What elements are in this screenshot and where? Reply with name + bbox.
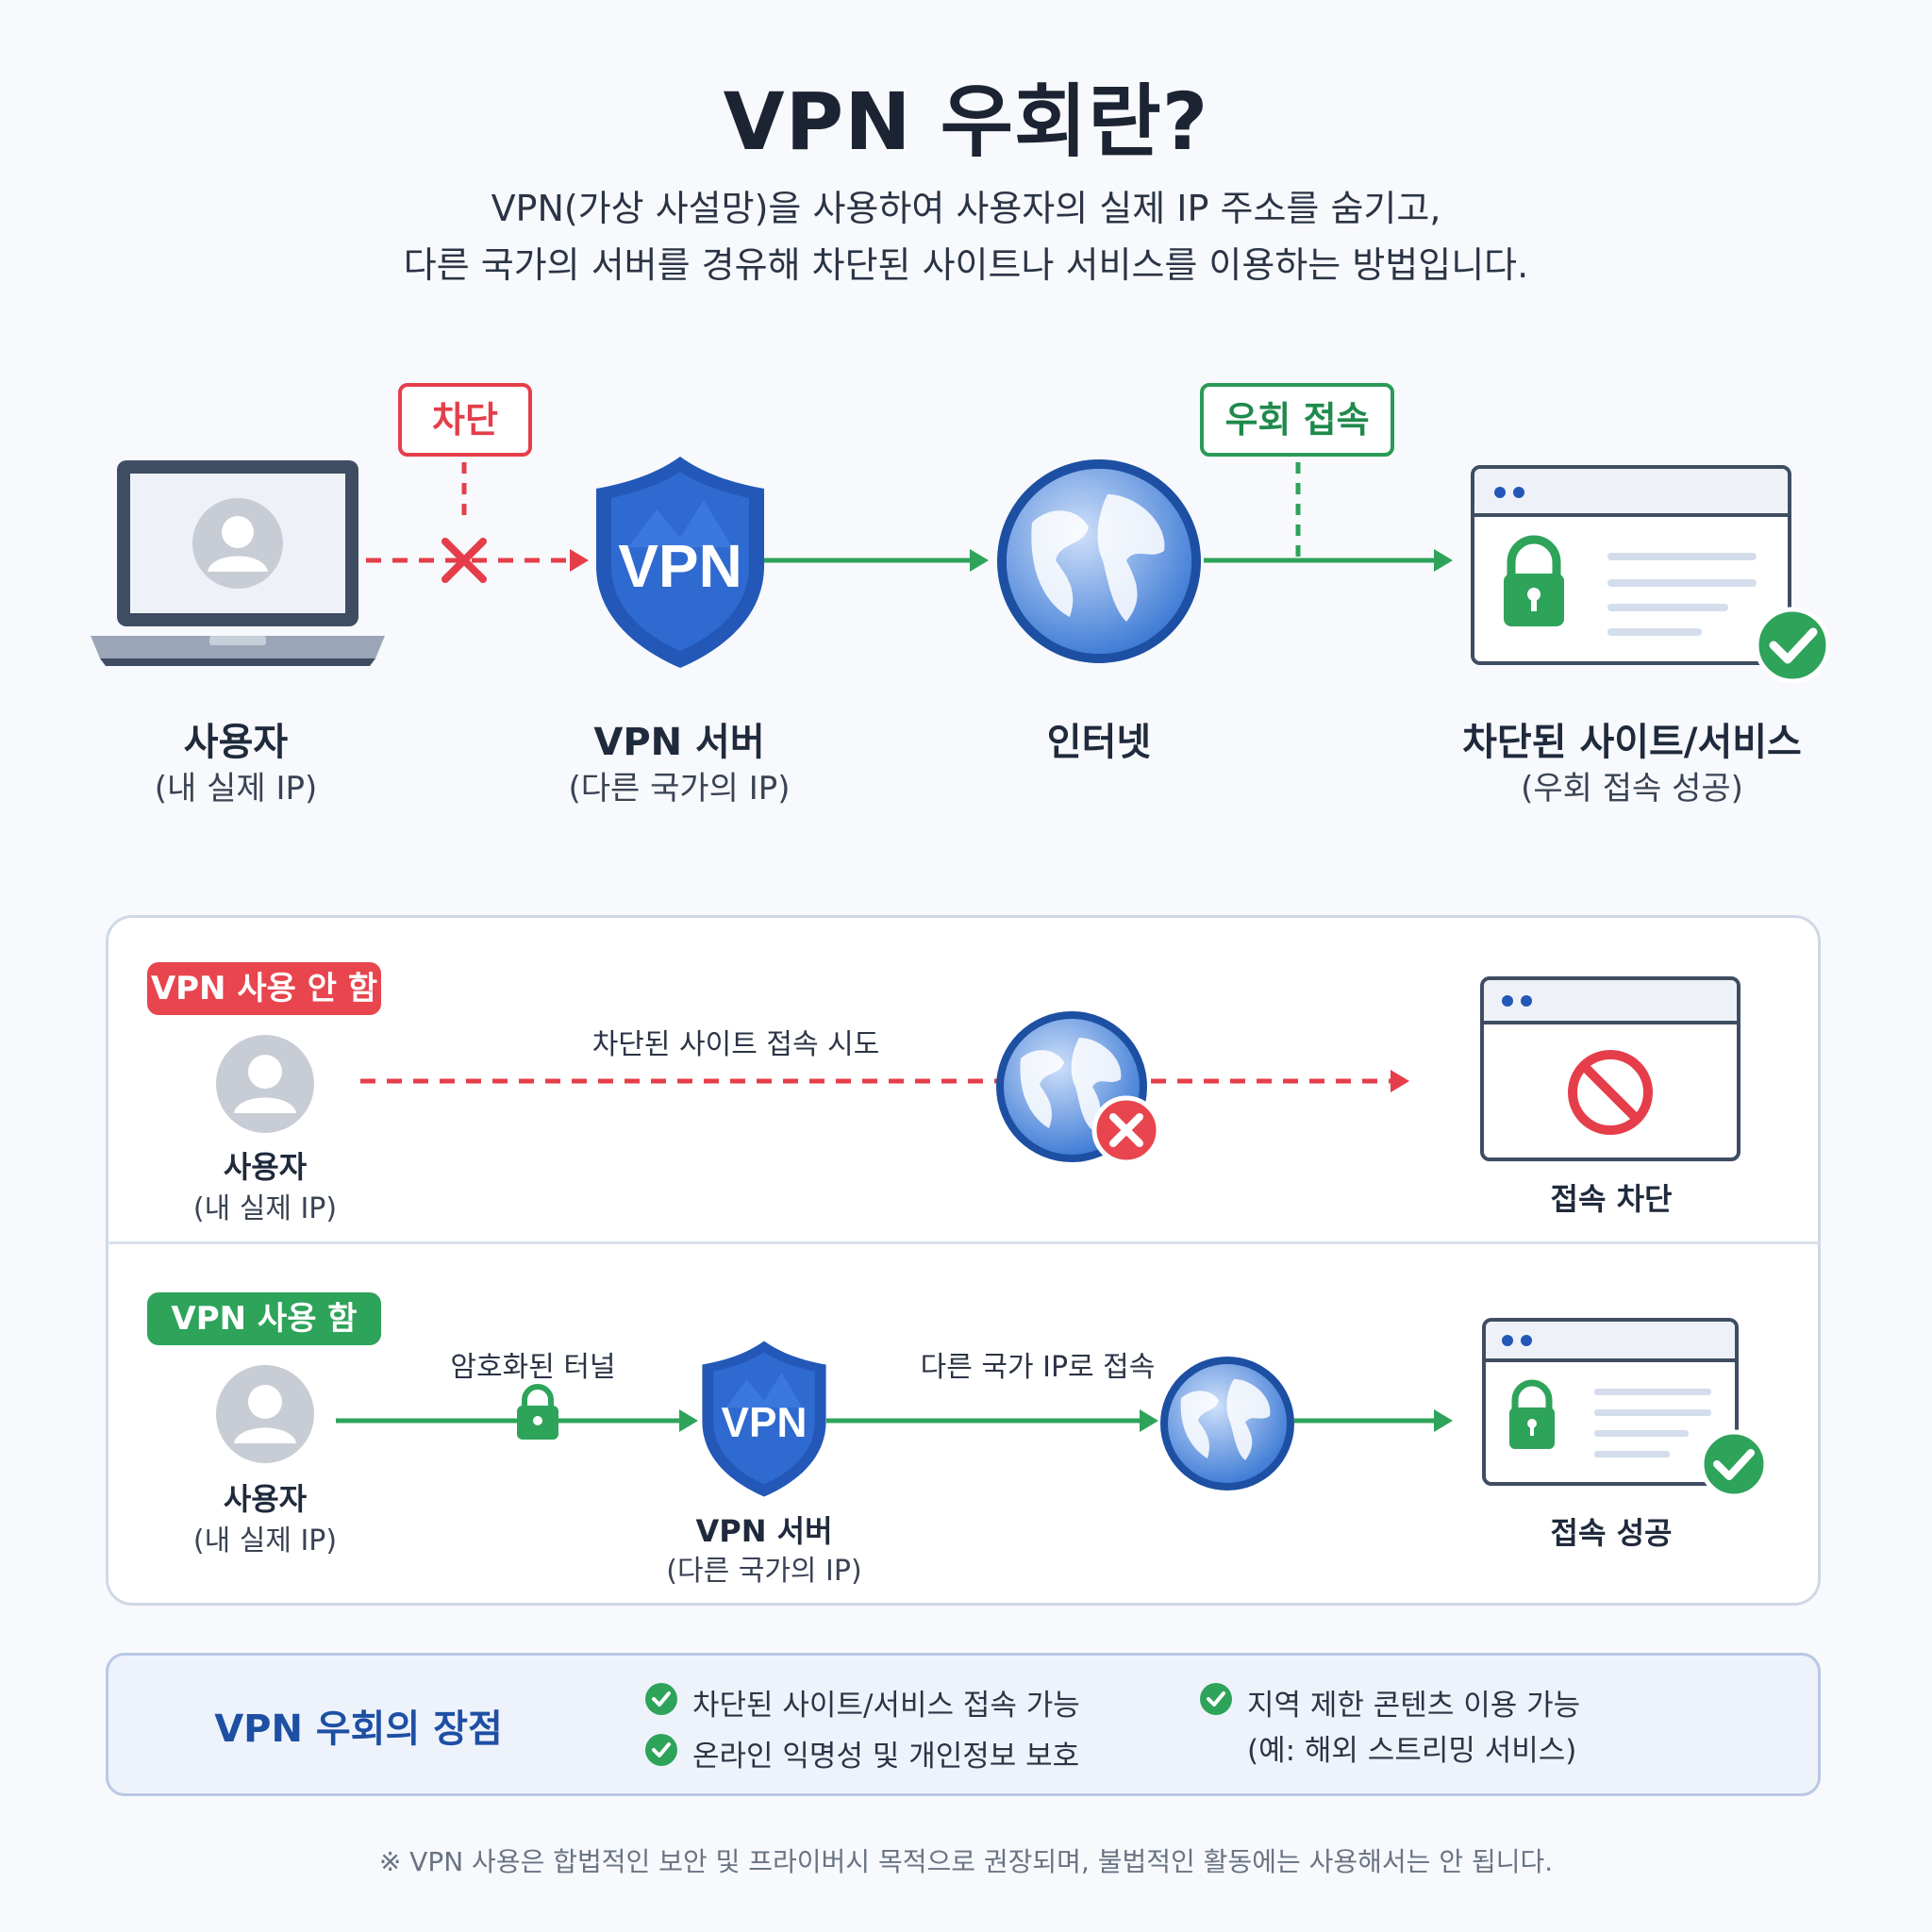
vpn-shield-icon: VPN (596, 457, 764, 668)
no-vpn-user-label: 사용자 (223, 1149, 308, 1185)
prohibited-icon (1568, 1050, 1653, 1135)
with-vpn-user-sub: (내 실제 IP) (192, 1524, 338, 1557)
top-connectors (366, 462, 1453, 583)
laptop-icon (91, 460, 385, 666)
check-icon (1699, 1429, 1769, 1499)
success-result: 접속 성공 (1550, 1515, 1673, 1551)
page-title: VPN 우회란? (723, 75, 1209, 168)
vpn-shield-icon: VPN (702, 1341, 826, 1497)
x-icon (1091, 1095, 1161, 1165)
node-vpn-label: VPN 서버 (593, 721, 765, 764)
no-vpn-pill: VPN 사용 안 함 (147, 962, 381, 1015)
check-icon (1754, 607, 1831, 683)
no-vpn-connector (360, 1070, 1409, 1092)
with-vpn-server-label: VPN 서버 (695, 1513, 833, 1549)
vpn-badge-text: VPN (618, 532, 742, 600)
blocked-result: 접속 차단 (1550, 1181, 1673, 1217)
subtitle-line-2: 다른 국가의 서버를 경유해 차단된 사이트나 서비스를 이용하는 방법입니다. (403, 244, 1529, 286)
browser-window-icon (1471, 465, 1831, 683)
footnote: ※ VPN 사용은 합법적인 보안 및 프라이버시 목적으로 권장되며, 불법적… (378, 1846, 1554, 1877)
with-vpn-pill: VPN 사용 함 (147, 1292, 381, 1345)
bypass-tag: 우회 접속 (1200, 383, 1394, 457)
benefit-item-1: 차단된 사이트/서비스 접속 가능 (692, 1689, 1080, 1723)
browser-window-icon (1482, 1318, 1769, 1499)
attempt-text: 차단된 사이트 접속 시도 (591, 1028, 880, 1061)
no-vpn-user-sub: (내 실제 IP) (192, 1192, 338, 1225)
vpn-badge-text: VPN (722, 1400, 808, 1446)
benefits-title: VPN 우회의 장점 (214, 1707, 503, 1751)
panel-divider (108, 1241, 1819, 1244)
node-site-label: 차단된 사이트/서비스 (1462, 721, 1802, 764)
lock-icon (1509, 1379, 1555, 1449)
globe-icon (996, 1011, 1161, 1165)
user-icon (216, 1035, 314, 1133)
browser-window-icon (1480, 976, 1740, 1161)
x-icon (441, 538, 487, 583)
check-icon (645, 1683, 677, 1715)
benefit-item-2: 온라인 익명성 및 개인정보 보호 (692, 1740, 1080, 1774)
node-vpn-sub: (다른 국가의 IP) (568, 770, 791, 808)
node-internet-label: 인터넷 (1046, 721, 1152, 764)
with-vpn-connector (336, 1384, 1453, 1440)
benefits-box (106, 1653, 1821, 1796)
with-vpn-server-sub: (다른 국가의 IP) (666, 1555, 862, 1588)
globe-icon (997, 459, 1201, 663)
foreign-ip-text: 다른 국가 IP로 접속 (920, 1351, 1156, 1384)
node-site-sub: (우회 접속 성공) (1521, 770, 1743, 808)
benefit-item-3: 지역 제한 콘텐츠 이용 가능 (1247, 1689, 1581, 1723)
with-vpn-user-label: 사용자 (223, 1481, 308, 1517)
subtitle-line-1: VPN(가상 사설망)을 사용하여 사용자의 실제 IP 주소를 숨기고, (491, 188, 1441, 229)
user-icon (192, 498, 283, 589)
check-icon (1200, 1683, 1232, 1715)
lock-icon (517, 1384, 558, 1440)
node-user-label: 사용자 (183, 721, 289, 764)
tunnel-text: 암호화된 터널 (450, 1351, 616, 1384)
blocked-tag: 차단 (398, 383, 532, 457)
node-user-sub: (내 실제 IP) (154, 770, 318, 808)
lock-icon (1504, 535, 1564, 626)
check-icon (645, 1734, 677, 1766)
globe-icon (1160, 1357, 1294, 1491)
user-icon (216, 1365, 314, 1463)
benefit-item-3-note: (예: 해외 스트리밍 서비스) (1247, 1734, 1577, 1768)
